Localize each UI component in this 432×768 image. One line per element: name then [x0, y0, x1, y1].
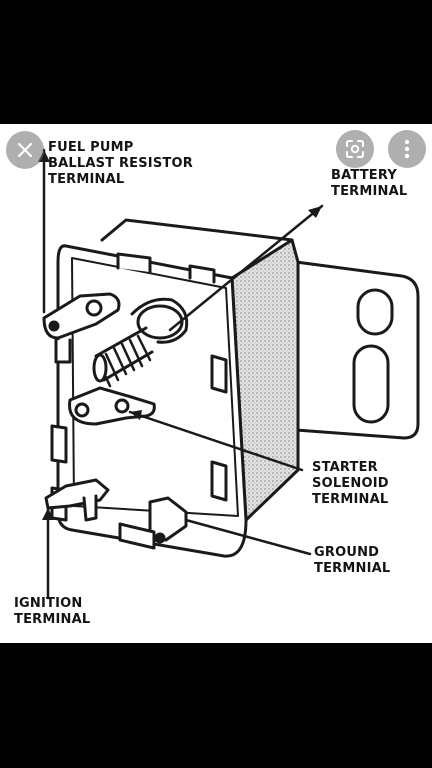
ground-leader: [184, 518, 312, 556]
google-lens-button[interactable]: [336, 130, 374, 168]
close-button[interactable]: [6, 131, 44, 169]
more-vert-icon: [404, 139, 410, 159]
more-options-button[interactable]: [388, 130, 426, 168]
image-viewer: FUEL PUMP BALLAST RESISTOR TERMINAL BATT…: [0, 124, 432, 643]
google-lens-icon: [345, 139, 365, 159]
close-icon: [16, 141, 34, 159]
battery-leader: [168, 204, 324, 332]
relay-front-face: [56, 244, 248, 558]
starter-leader: [128, 410, 304, 472]
starter-relay-drawing: [38, 148, 420, 600]
fuel-pump-terminal-label: FUEL PUMP BALLAST RESISTOR TERMINAL: [48, 140, 193, 187]
starter-terminal: [68, 386, 156, 426]
ignition-terminal-label: IGNITION TERMINAL: [14, 596, 91, 627]
starter-terminal-label: STARTER SOLENOID TERMINAL: [312, 460, 389, 507]
battery-terminal-label: BATTERY TERMINAL: [331, 168, 408, 199]
ground-terminal-label: GROUND TERMNIAL: [314, 545, 391, 576]
